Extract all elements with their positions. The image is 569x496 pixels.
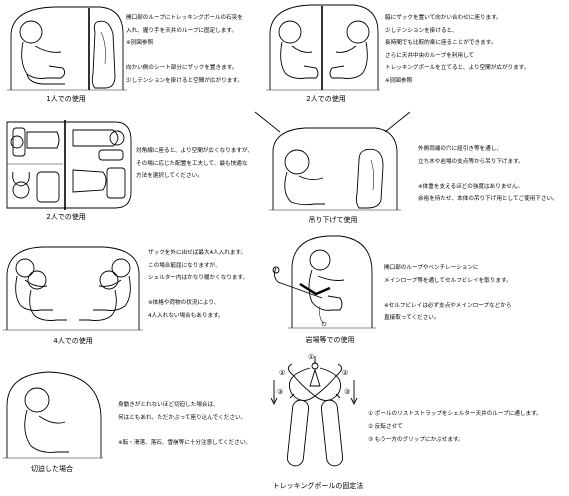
text-line: 少しテンションを掛けると空間が広がります。 bbox=[126, 77, 243, 84]
text-line: トレッキングポールを立てると、より空間が広がります。 bbox=[385, 65, 530, 71]
two-person-side-illustration bbox=[266, 2, 380, 92]
one-person-caption: 1人での使用 bbox=[46, 95, 86, 103]
four-person-illustration bbox=[3, 244, 143, 332]
text-line: 向かい側のシート部分にザックを置きます。 bbox=[126, 65, 238, 71]
one-person-illustration bbox=[5, 4, 125, 92]
pole-marker-2-left: ② bbox=[279, 369, 286, 377]
text-line: シェルター内はかなり暖かくなります。 bbox=[148, 275, 249, 281]
text-line: メインロープ等を通してセルフビレイを取ります。 bbox=[384, 277, 512, 284]
two-person-top-caption: 2人での使用 bbox=[46, 213, 86, 221]
text-line bbox=[148, 285, 248, 298]
urgent-text: 身動きがとれないほど切迫した場合は、 何はともあれ、ただかぶって座り込んでくださ… bbox=[118, 399, 251, 449]
two-person-side-caption: 2人での使用 bbox=[306, 95, 346, 103]
text-line: 長時間でも比較的楽に座ることができます。 bbox=[385, 40, 497, 46]
text-line: 何はともあれ、ただかぶって座り込んでください。 bbox=[118, 414, 247, 421]
pole-marker-1: ① bbox=[308, 353, 315, 361]
step-3: ③ もう一方のグリップにかぶせます。 bbox=[368, 437, 464, 443]
rock-text: 開口部のループやベンチレーションに メインロープ等を通してセルフビレイを取ります… bbox=[384, 262, 512, 325]
text-line: ※別図参照 bbox=[385, 77, 413, 84]
text-line: ※体重を支えるほどの強度はありません。 bbox=[418, 183, 524, 190]
text-line bbox=[126, 50, 243, 63]
text-line bbox=[384, 287, 512, 300]
text-line: 開口部のループにトレッキングポールの石突を bbox=[126, 15, 243, 21]
text-line: 開口部のループやベンチレーションに bbox=[384, 265, 479, 271]
text-line: 方法を選択してください。 bbox=[136, 173, 203, 179]
pole-fixing-caption: トレッキングポールの固定法 bbox=[272, 482, 364, 490]
text-line: 身動きがとれないほど切迫した場合は、 bbox=[118, 402, 219, 408]
one-person-text: 開口部のループにトレッキングポールの石突を 入れ、握り手を天井のループに固定しま… bbox=[126, 12, 243, 87]
text-line: 4人入れない場合もあります。 bbox=[148, 312, 224, 319]
text-line: ※体格や荷物の状況により、 bbox=[148, 300, 220, 306]
two-person-top-illustration bbox=[3, 120, 133, 210]
urgent-caption: 切迫した場合 bbox=[31, 465, 73, 473]
two-person-top-text: 対角線に座ると、より空間が広くなりますが、 その場に応じた配置を工夫して、最も快… bbox=[136, 145, 253, 183]
step-1: ① ポールのリストストラップをシェルター天井のループに通します。 bbox=[368, 411, 542, 417]
text-line: その場に応じた配置を工夫して、最も快適な bbox=[136, 160, 248, 167]
rock-caption: 岩場等での使用 bbox=[305, 336, 355, 344]
text-line: 外側両端の穴に紐引き等を通し、 bbox=[418, 146, 502, 152]
rock-illustration bbox=[268, 232, 378, 332]
text-line: 直接取ってください。 bbox=[384, 315, 440, 321]
hanging-caption: 吊り下げて使用 bbox=[308, 216, 358, 224]
text-line: ※別図参照 bbox=[126, 40, 154, 46]
text-line: ※転・滑落、落石、雪崩等に十分注意してください。 bbox=[118, 439, 252, 446]
pole-marker-3-right: ③ bbox=[344, 388, 351, 396]
hanging-text: 外側両端の穴に紐引き等を通し、 立ち木や岩場の支点等から吊り下げます。 ※体重を… bbox=[418, 143, 558, 206]
text-line: さらに天井中央のループを利用して bbox=[385, 52, 474, 59]
text-line: 対角線に座ると、より空間が広くなりますが、 bbox=[136, 148, 254, 154]
pole-fixing-steps: ① ポールのリストストラップをシェルター天井のループに通します。 ② 反転させて… bbox=[368, 408, 542, 447]
two-person-side-text: 脇にザックを置いて向かい合わせに座ります。 少しテンションを掛けると、 長時間で… bbox=[385, 12, 529, 87]
text-line: 余裕を持たせ、本体の吊り下げ用としてご使用下さい。 bbox=[418, 196, 558, 202]
pole-marker-2-right: ② bbox=[342, 369, 349, 377]
text-line: ※セルフビレイは必ず支点やメインロープなどから bbox=[384, 302, 512, 309]
four-person-caption: 4人での使用 bbox=[53, 337, 93, 345]
text-line: 脇にザックを置いて向かい合わせに座ります。 bbox=[385, 15, 502, 21]
text-line: 入れ、握り手を天井のループに固定します。 bbox=[126, 27, 238, 34]
hanging-illustration bbox=[255, 110, 410, 214]
step-2: ② 反転させて bbox=[368, 424, 403, 430]
text-line: この場合窮屈になりますが、 bbox=[148, 262, 221, 269]
urgent-illustration bbox=[3, 368, 103, 460]
text-line bbox=[418, 168, 558, 181]
text-line: 立ち木や岩場の支点等から吊り下げます。 bbox=[418, 158, 524, 165]
text-line: 少しテンションを掛けると、 bbox=[385, 27, 458, 34]
pole-fixing-illustration: ① ② ③ ② ③ bbox=[270, 353, 360, 474]
text-line bbox=[118, 424, 251, 437]
pole-marker-3-left: ③ bbox=[277, 388, 284, 396]
text-line: ザックを外に出せば最大4人入れます。 bbox=[148, 250, 247, 256]
four-person-text: ザックを外に出せば最大4人入れます。 この場合窮屈になりますが、 シェルター内は… bbox=[148, 247, 248, 322]
